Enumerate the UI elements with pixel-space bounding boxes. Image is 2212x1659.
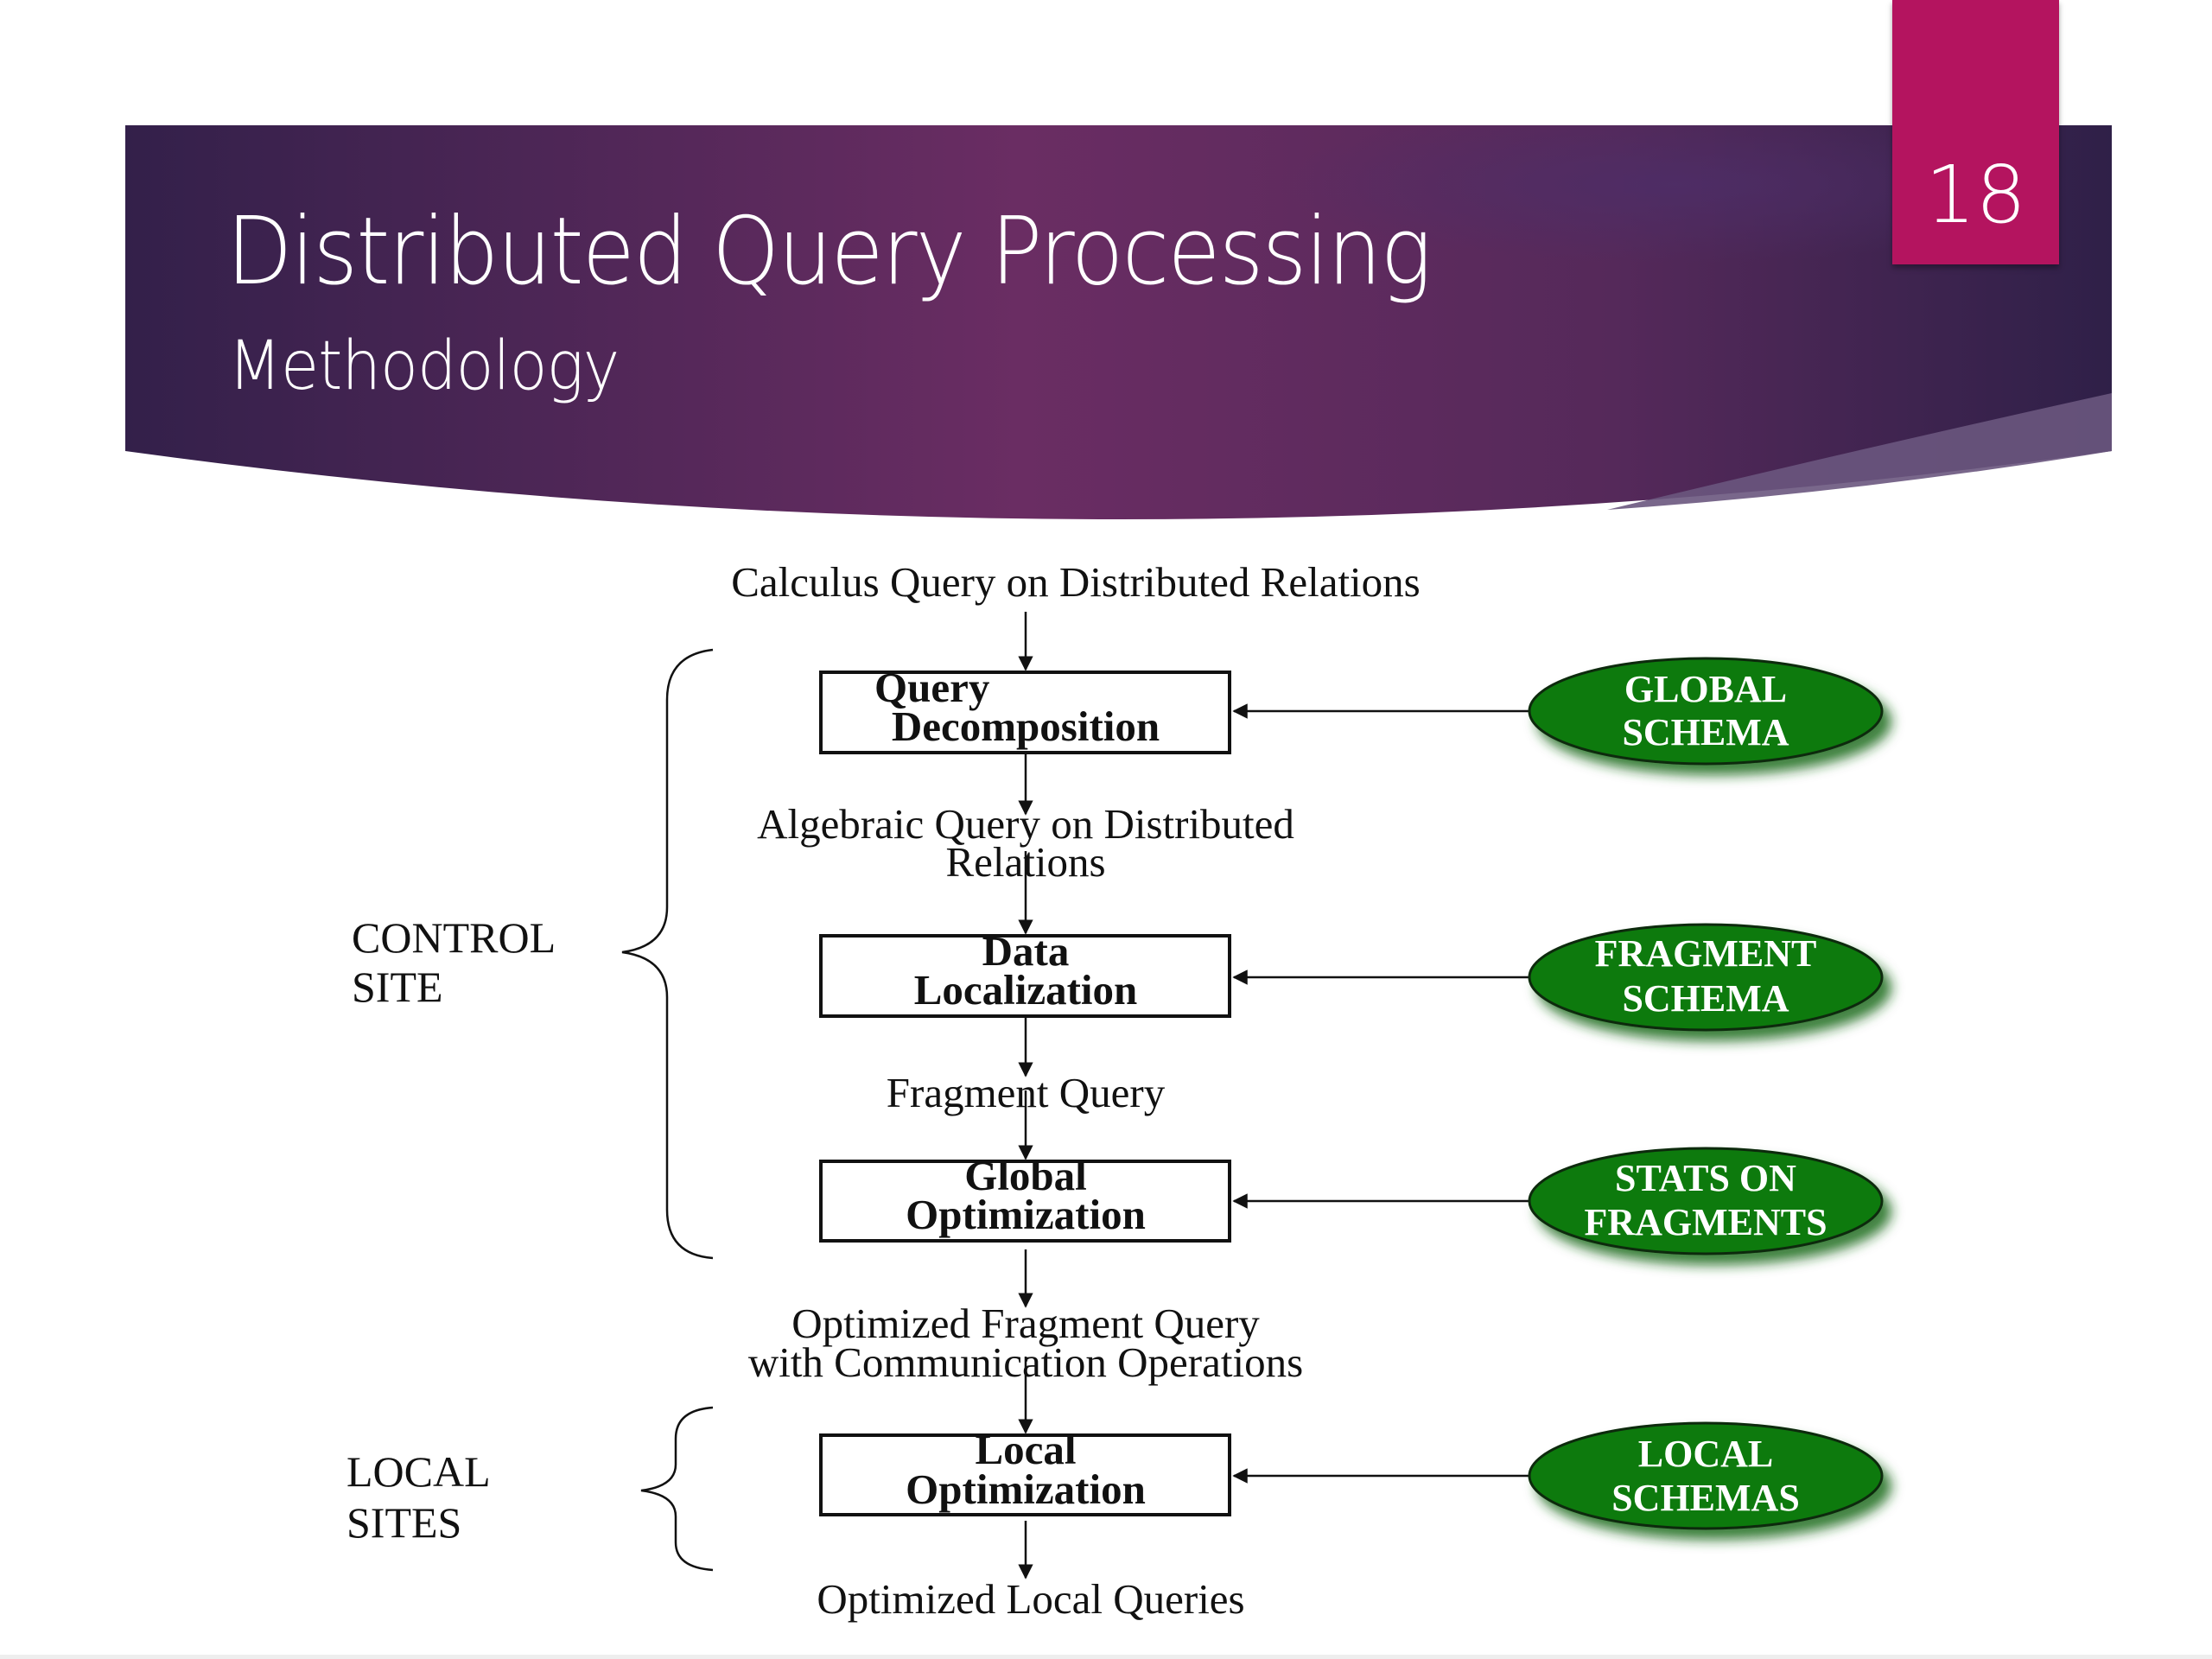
schema-label-line1: LOCAL — [1638, 1433, 1773, 1475]
schema-node-fragment-schema: FRAGMENT SCHEMA — [1528, 923, 1884, 1032]
step-label-line2: Optimization — [906, 1465, 1146, 1513]
step-label-line1: Query — [874, 664, 990, 711]
group-label-line1: CONTROL — [352, 913, 556, 962]
banner-accent-wedge — [1607, 393, 2112, 510]
bottom-edge-strip — [0, 1655, 2212, 1659]
input-label: Calculus Query on Distributed Relations — [731, 558, 1421, 606]
schema-label-line2: SCHEMA — [1622, 711, 1789, 753]
step-label-line1: Local — [975, 1426, 1076, 1473]
step-box-global-optimization: Global Optimization — [819, 1152, 1231, 1243]
intermediate-label: Fragment Query — [887, 1069, 1166, 1116]
schema-label-line1: FRAGMENT — [1595, 932, 1817, 975]
step-label-line2: Localization — [914, 966, 1138, 1014]
intermediate-label: with Communication Operations — [748, 1338, 1303, 1386]
schema-label-line1: GLOBAL — [1624, 668, 1787, 710]
group-label-line2: SITE — [352, 963, 443, 1011]
intermediate-label: Optimized Fragment Query — [791, 1300, 1260, 1347]
step-label-line1: Global — [964, 1152, 1087, 1199]
page-number-tab: 18 — [1892, 0, 2059, 264]
intermediate-label: Algebraic Query on Distributed — [757, 800, 1294, 848]
schema-label-line1: STATS ON — [1615, 1157, 1796, 1199]
title-banner — [125, 125, 2112, 519]
step-label-line2: Decomposition — [892, 702, 1160, 750]
schema-label-line2: SCHEMAS — [1611, 1477, 1800, 1519]
schema-node-global-schema: GLOBAL SCHEMA — [1528, 657, 1884, 766]
step-label-line2: Optimization — [906, 1191, 1146, 1238]
step-box-data-localization: Data Localization — [819, 927, 1231, 1018]
schema-label-line2: FRAGMENTS — [1584, 1201, 1827, 1243]
intermediate-label: Relations — [945, 838, 1105, 886]
page-number: 18 — [1924, 149, 2027, 241]
step-box-local-optimization: Local Optimization — [819, 1426, 1231, 1516]
step-label-line1: Data — [982, 927, 1070, 975]
local-sites-brace — [640, 1406, 714, 1572]
group-label-line1: LOCAL — [346, 1447, 491, 1496]
control-site-brace — [621, 648, 714, 1260]
slide-title: Distributed Query Processing — [226, 198, 1432, 306]
slide-subtitle: Methodology — [228, 327, 620, 405]
schema-node-stats-on-fragments: STATS ON FRAGMENTS — [1528, 1147, 1884, 1255]
step-box-query-decomposition: Query Decomposition — [819, 664, 1231, 754]
output-label: Optimized Local Queries — [817, 1575, 1244, 1623]
group-label-line2: SITES — [346, 1498, 461, 1547]
schema-label-line2: SCHEMA — [1622, 977, 1789, 1020]
schema-node-local-schemas: LOCAL SCHEMAS — [1528, 1421, 1884, 1530]
